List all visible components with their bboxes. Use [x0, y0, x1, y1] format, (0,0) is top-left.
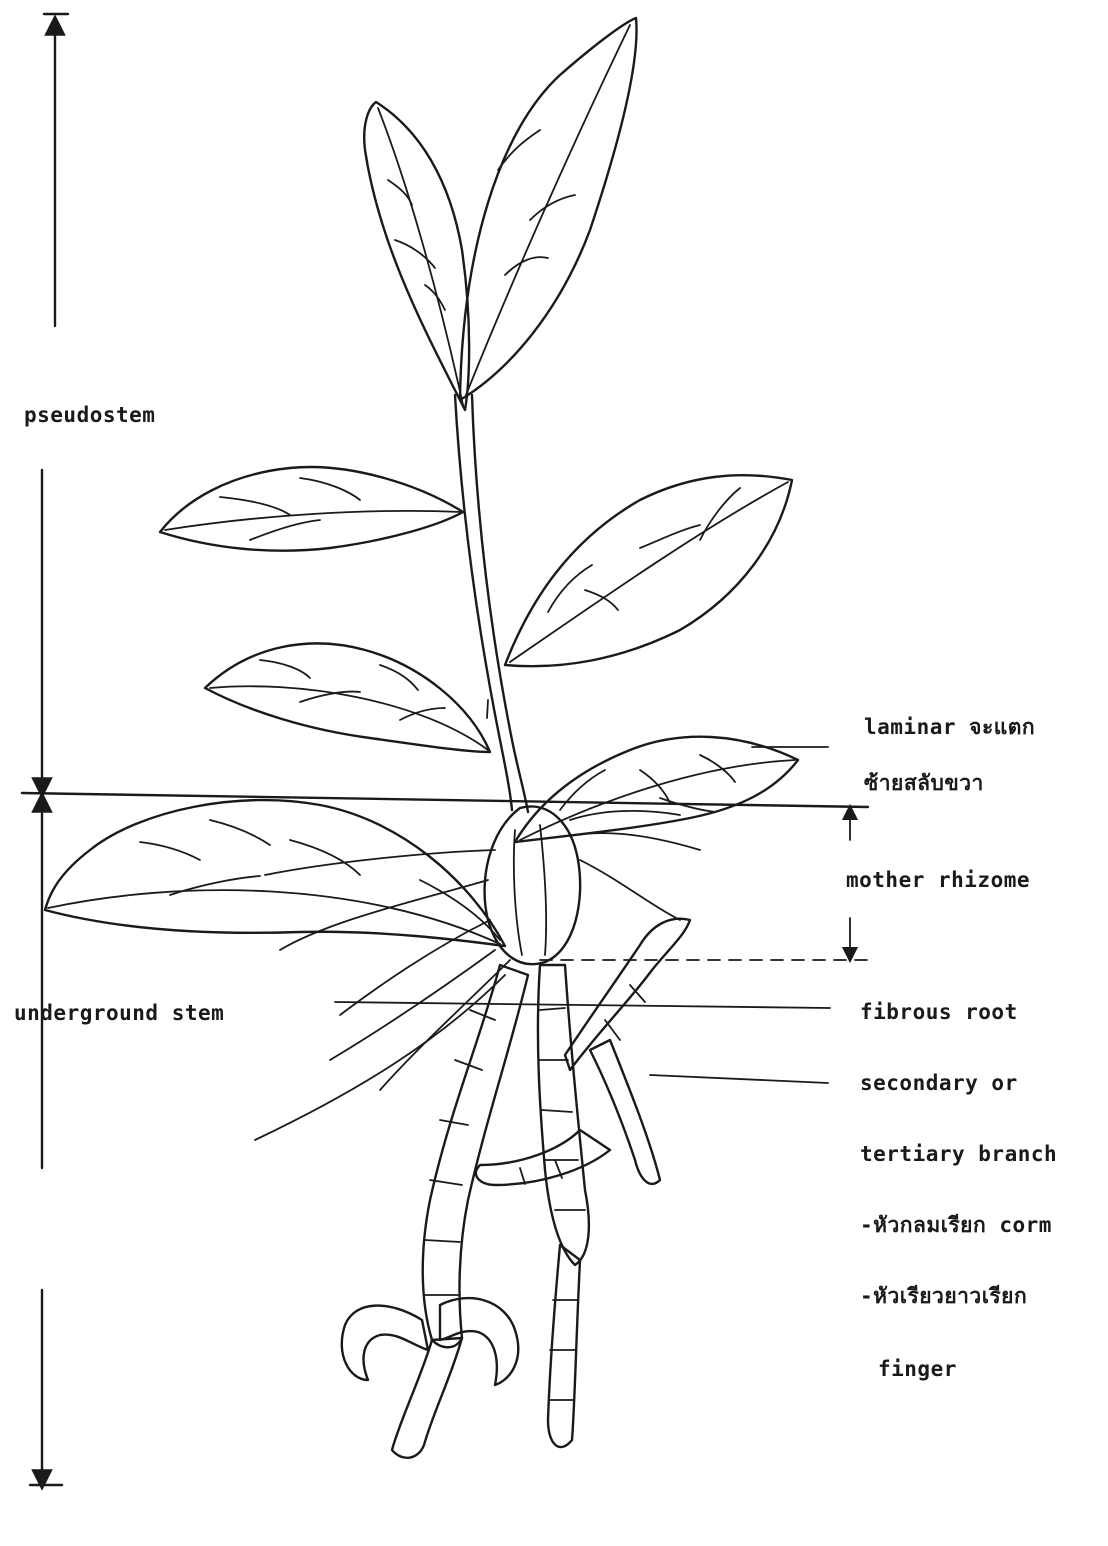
- label-laminar: laminar จะแตก: [864, 715, 1035, 739]
- ground-line: [22, 793, 868, 807]
- label-finger: finger: [878, 1357, 957, 1381]
- label-underground-stem: underground stem: [14, 1001, 224, 1025]
- label-mother-rhizome: mother rhizome: [846, 868, 1030, 892]
- label-tertiary: tertiary branch: [860, 1142, 1057, 1166]
- label-corm: -หัวกลมเรียก corm: [860, 1213, 1052, 1237]
- label-fibrous-root: fibrous root: [860, 1000, 1018, 1024]
- branch-leader: [650, 1075, 828, 1083]
- mother-rhizome: [485, 807, 581, 965]
- leaf-middle-left: [205, 643, 490, 752]
- label-laminar-2: ซ้ายสลับขวา: [864, 771, 984, 795]
- leaf-top-left: [364, 102, 469, 410]
- leaf-top-right: [460, 18, 637, 400]
- leaf-upper-left: [160, 467, 463, 551]
- label-pseudostem: pseudostem: [24, 403, 155, 427]
- underground-leader: [335, 1002, 830, 1008]
- leaf-lower-right: [515, 737, 798, 842]
- leaf-upper-right: [505, 475, 792, 666]
- label-secondary: secondary or: [860, 1071, 1018, 1095]
- label-finger-thai: -หัวเรียวยาวเรียก: [860, 1284, 1027, 1308]
- fibrous-roots: [255, 811, 700, 1140]
- finger-rhizomes: [342, 919, 690, 1458]
- pseudostem-dimension: [42, 14, 68, 788]
